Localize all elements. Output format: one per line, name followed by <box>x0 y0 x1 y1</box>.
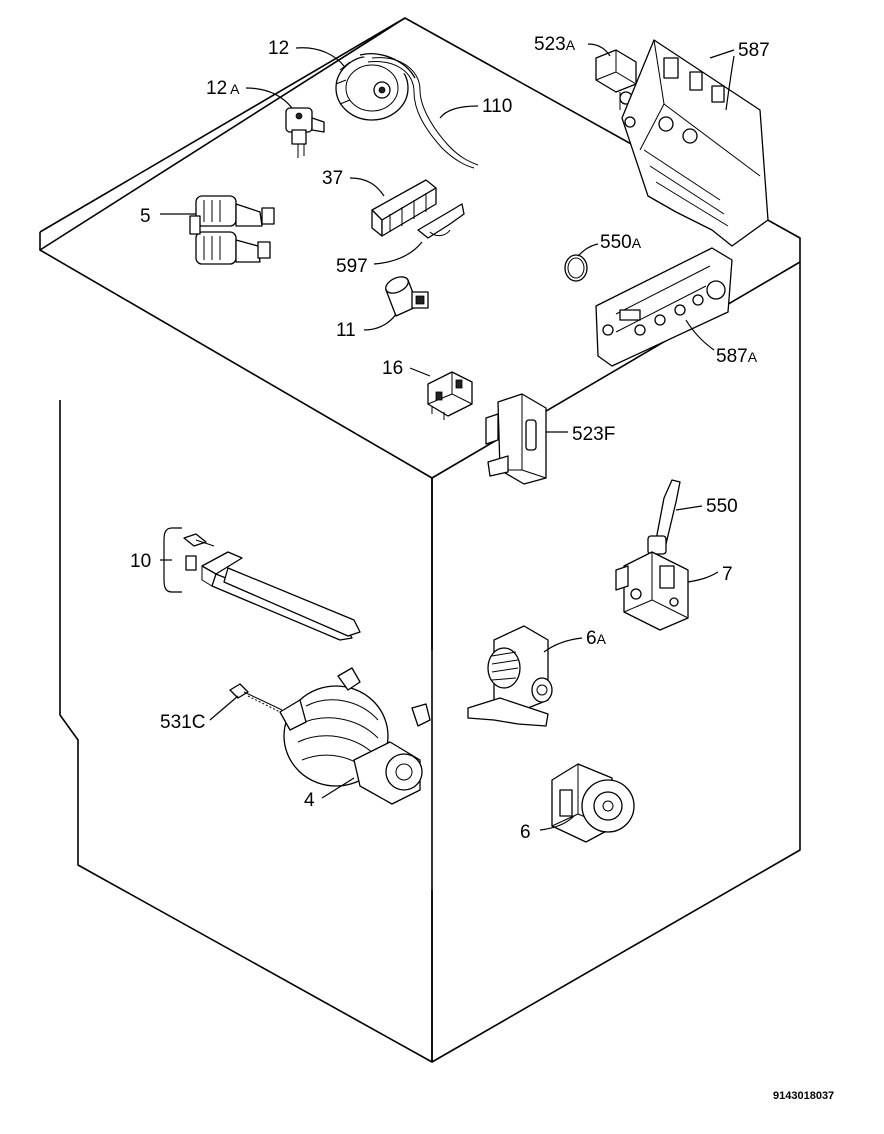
callout-5: 5 <box>140 206 151 227</box>
callout-531c: 531C <box>160 712 205 733</box>
ring-550a[interactable] <box>564 254 588 282</box>
heating-element-10[interactable] <box>183 533 361 641</box>
terminal-block-37[interactable] <box>371 179 437 237</box>
callout-7: 7 <box>722 564 733 585</box>
callout-11: 11 <box>336 320 356 341</box>
callout-587: 587 <box>738 40 770 61</box>
callout-6a: 6A <box>586 628 607 649</box>
pressure-switch-12[interactable] <box>335 53 416 121</box>
clip-597[interactable] <box>417 203 465 239</box>
callout-550a: 550A <box>600 232 642 253</box>
control-panel-587a[interactable] <box>595 247 733 367</box>
callout-12: 12 <box>268 38 289 59</box>
hose-110[interactable] <box>367 57 479 169</box>
callout-4: 4 <box>304 790 315 811</box>
callout-110: 110 <box>482 96 512 117</box>
control-board-587[interactable] <box>621 39 769 247</box>
valve-12a[interactable] <box>285 107 325 158</box>
pump-6[interactable] <box>551 763 635 843</box>
switch-523a[interactable] <box>595 49 637 110</box>
switch-16[interactable] <box>427 371 473 420</box>
callout-16: 16 <box>382 358 403 379</box>
callout-10: 10 <box>130 551 151 572</box>
motor-4[interactable] <box>279 667 431 805</box>
drain-pump-6a[interactable] <box>467 625 553 727</box>
capacitor-11[interactable] <box>383 274 429 317</box>
leader-lines <box>160 43 735 831</box>
callout-523f: 523F <box>572 424 615 445</box>
callout-587a: 587A <box>716 346 758 367</box>
door-mechanism-7[interactable] <box>615 551 689 631</box>
callout-523a: 523A <box>534 34 576 55</box>
callout-550: 550 <box>706 496 738 517</box>
inlet-valve-5[interactable] <box>189 195 275 265</box>
door-lock-523f[interactable] <box>485 393 547 485</box>
callout-597: 597 <box>336 256 368 277</box>
callout-6: 6 <box>520 822 531 843</box>
lever-550[interactable] <box>647 479 681 555</box>
screw-531c[interactable] <box>229 683 285 715</box>
document-number: 9143018037 <box>773 1090 834 1102</box>
cabinet-outline <box>39 17 801 1063</box>
callout-37: 37 <box>322 168 343 189</box>
